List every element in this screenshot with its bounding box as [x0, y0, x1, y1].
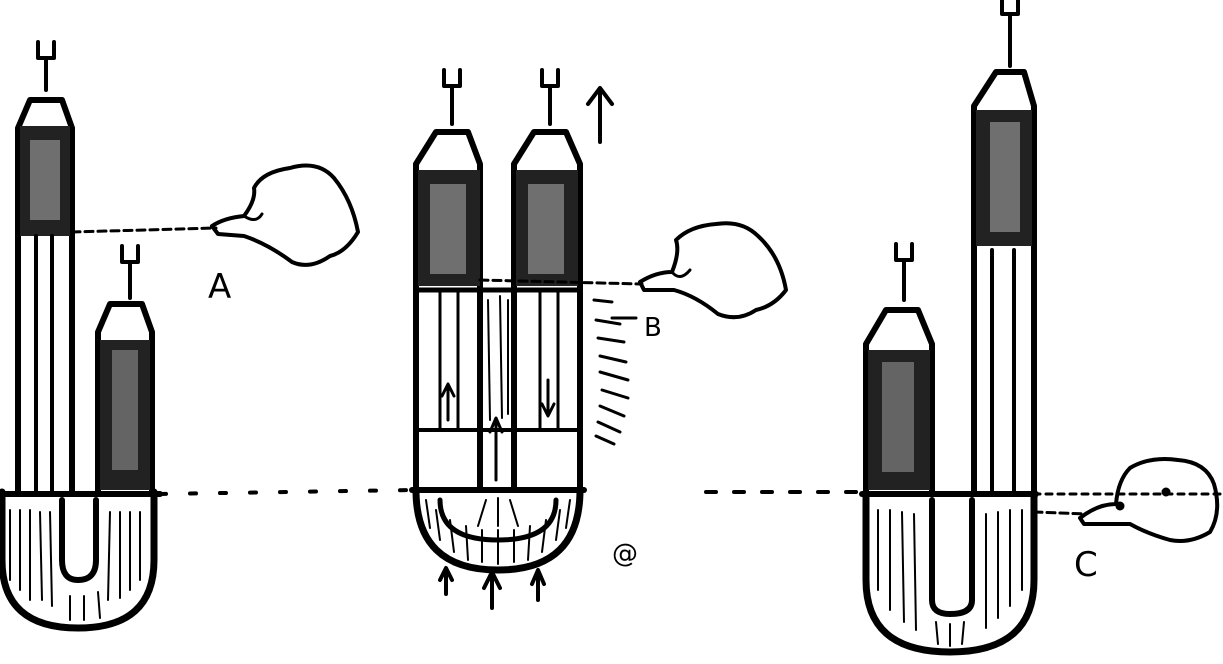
- reference-line-left: [160, 490, 412, 494]
- level-guide-b: [480, 280, 642, 284]
- up-arrow-icon: [532, 570, 544, 600]
- stopcock-icon: [896, 244, 912, 300]
- u-tube-a: [0, 42, 160, 628]
- stopcock-icon: [122, 246, 138, 298]
- level-guide-a: [72, 228, 216, 232]
- level-guide-c: [1034, 512, 1086, 514]
- stopcock-icon: [444, 70, 460, 124]
- up-arrow-icon: [484, 572, 500, 608]
- label-c: C: [1074, 545, 1098, 585]
- hand-pointer-icon: [640, 223, 786, 317]
- label-b: B: [644, 313, 662, 343]
- stopcock-icon: [38, 42, 54, 90]
- u-tube-c: [862, 0, 1036, 652]
- label-a: A: [208, 267, 231, 307]
- center-mark: @: [612, 539, 638, 569]
- stopcock-icon: [542, 70, 558, 124]
- u-tube-b: [412, 70, 584, 570]
- hand-pointer-icon: [1080, 459, 1217, 541]
- up-arrow-icon: [440, 568, 452, 594]
- stopcock-icon: [1002, 0, 1018, 66]
- up-arrow-icon: [588, 88, 612, 142]
- hand-pointer-icon: [212, 166, 358, 265]
